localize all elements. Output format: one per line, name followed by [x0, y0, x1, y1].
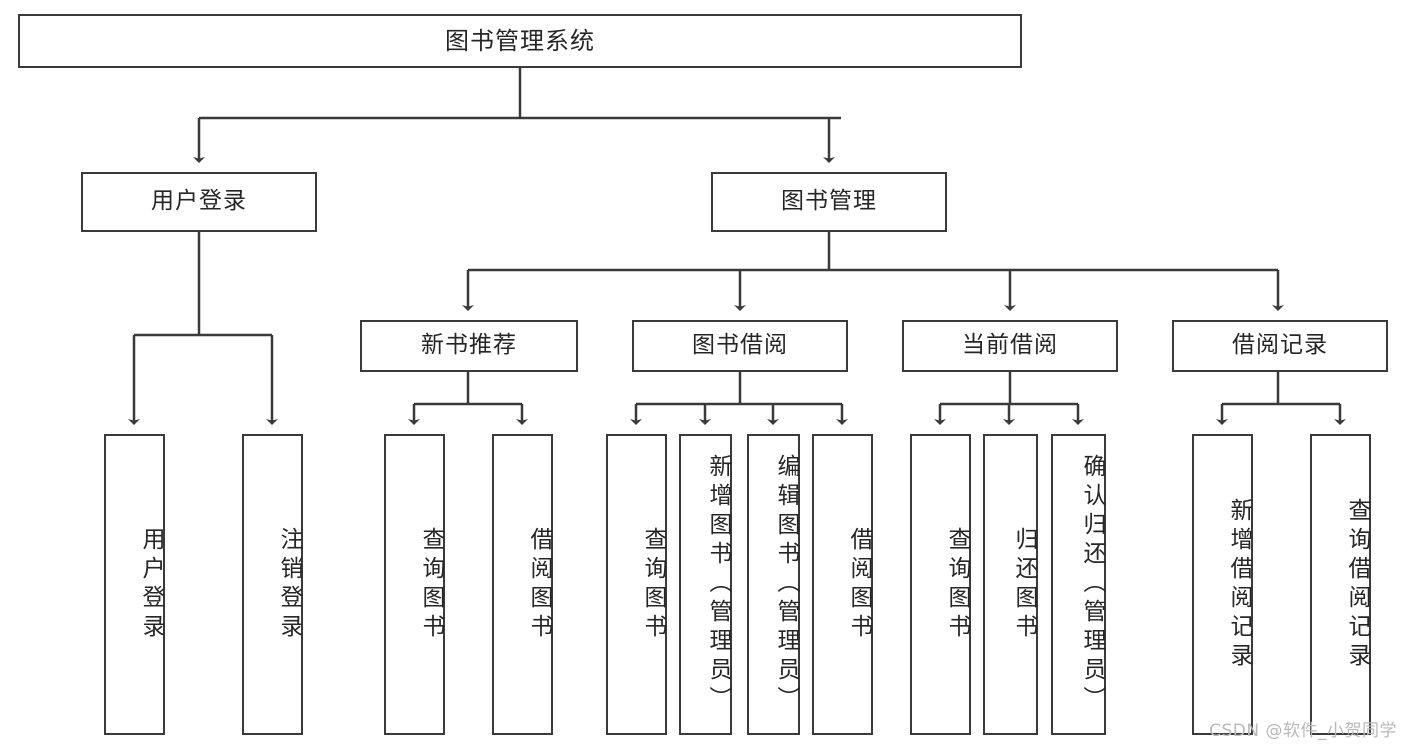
- leaf-label: 查询借阅记录: [1344, 497, 1370, 672]
- leaf-confirm-return-admin[interactable]: 确认归还（管理员）: [1051, 434, 1106, 735]
- node-label: 用户登录: [151, 188, 247, 215]
- node-label: 当前借阅: [962, 332, 1058, 359]
- node-borrow-record[interactable]: 借阅记录: [1172, 320, 1388, 372]
- leaf-query-book-recommend[interactable]: 查询图书: [384, 434, 445, 735]
- leaf-label: 注销登录: [276, 526, 302, 643]
- csdn-watermark: CSDN @软件_小贺同学: [1209, 721, 1397, 741]
- leaf-label: 查询图书: [944, 526, 970, 643]
- leaf-query-borrow-record[interactable]: 查询借阅记录: [1310, 434, 1371, 735]
- leaf-label: 新增图书（管理员）: [705, 454, 731, 715]
- leaf-label: 查询图书: [418, 526, 444, 643]
- leaf-label: 借阅图书: [526, 526, 552, 643]
- leaf-add-borrow-record[interactable]: 新增借阅记录: [1192, 434, 1253, 735]
- leaf-query-book-current[interactable]: 查询图书: [910, 434, 971, 735]
- leaf-edit-book-admin[interactable]: 编辑图书（管理员）: [747, 434, 800, 735]
- node-label: 新书推荐: [421, 332, 517, 359]
- leaf-logout[interactable]: 注销登录: [242, 434, 303, 735]
- leaf-add-book-admin[interactable]: 新增图书（管理员）: [679, 434, 732, 735]
- node-new-book-recommend[interactable]: 新书推荐: [360, 320, 578, 372]
- leaf-label: 归还图书: [1011, 526, 1037, 643]
- node-label: 图书管理: [781, 188, 877, 215]
- leaf-label: 新增借阅记录: [1226, 497, 1252, 672]
- node-user-login[interactable]: 用户登录: [81, 172, 317, 232]
- node-book-borrow[interactable]: 图书借阅: [632, 320, 848, 372]
- leaf-borrow-book-recommend[interactable]: 借阅图书: [492, 434, 553, 735]
- node-root-book-system[interactable]: 图书管理系统: [18, 14, 1022, 68]
- leaf-borrow-book[interactable]: 借阅图书: [812, 434, 873, 735]
- node-label: 借阅记录: [1232, 332, 1328, 359]
- leaf-user-login[interactable]: 用户登录: [104, 434, 165, 735]
- node-current-borrow[interactable]: 当前借阅: [902, 320, 1118, 372]
- node-label: 图书管理系统: [445, 26, 595, 55]
- node-label: 图书借阅: [692, 332, 788, 359]
- leaf-label: 用户登录: [138, 526, 164, 643]
- leaf-label: 查询图书: [640, 526, 666, 643]
- leaf-return-book[interactable]: 归还图书: [983, 434, 1038, 735]
- node-book-management[interactable]: 图书管理: [711, 172, 947, 232]
- leaf-label: 借阅图书: [846, 526, 872, 643]
- leaf-label: 编辑图书（管理员）: [773, 454, 799, 715]
- leaf-label: 确认归还（管理员）: [1079, 454, 1105, 715]
- leaf-query-book-borrow[interactable]: 查询图书: [606, 434, 667, 735]
